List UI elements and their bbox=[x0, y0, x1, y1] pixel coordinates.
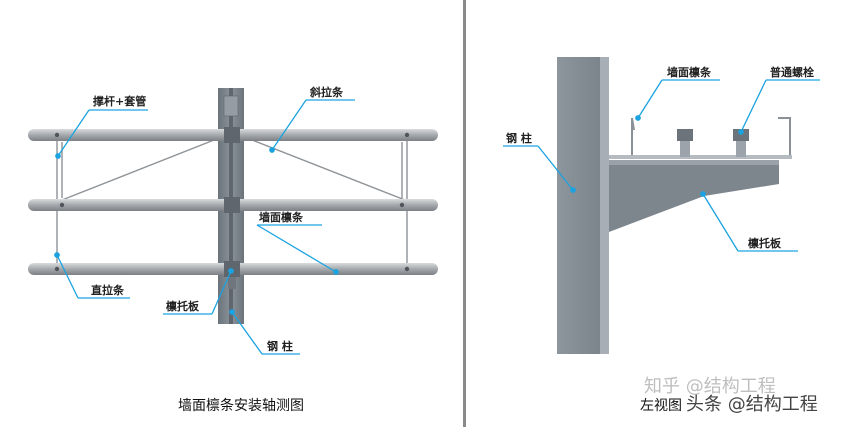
steel-column-right bbox=[557, 57, 609, 354]
label-wall-purlin-left: 墙面檩条 bbox=[259, 210, 304, 224]
label-purlin-bracket-left: 檩托板 bbox=[166, 299, 200, 313]
label-purlin-bracket-right: 檩托板 bbox=[748, 236, 782, 250]
leader-lines-left bbox=[54, 99, 355, 355]
caption-left: 墙面檩条安装轴测图 bbox=[178, 397, 304, 414]
watermark-toutiao: 头条 @结构工程 bbox=[686, 394, 818, 415]
label-diagonal-tie: 斜拉条 bbox=[309, 85, 344, 99]
bolts bbox=[677, 129, 749, 157]
watermark-zhihu: 知乎 @结构工程 bbox=[644, 376, 776, 397]
caption-right: 左视图 bbox=[640, 398, 682, 414]
label-wall-purlin-right: 墙面檩条 bbox=[667, 65, 712, 79]
tie-joints bbox=[54, 132, 410, 272]
purlin-bracket-right bbox=[609, 160, 779, 232]
panel-divider bbox=[463, 0, 466, 427]
label-steel-column-right: 钢 柱 bbox=[506, 131, 532, 145]
label-strut: 撑杆+套管 bbox=[93, 94, 146, 108]
label-vertical-tie: 直拉条 bbox=[91, 283, 125, 297]
diagonal-ties bbox=[61, 139, 406, 201]
label-bolt: 普通螺栓 bbox=[770, 65, 814, 79]
wall-purlin-section bbox=[609, 117, 792, 159]
leader-lines-right bbox=[503, 79, 820, 252]
label-steel-column-left: 钢 柱 bbox=[267, 339, 293, 353]
